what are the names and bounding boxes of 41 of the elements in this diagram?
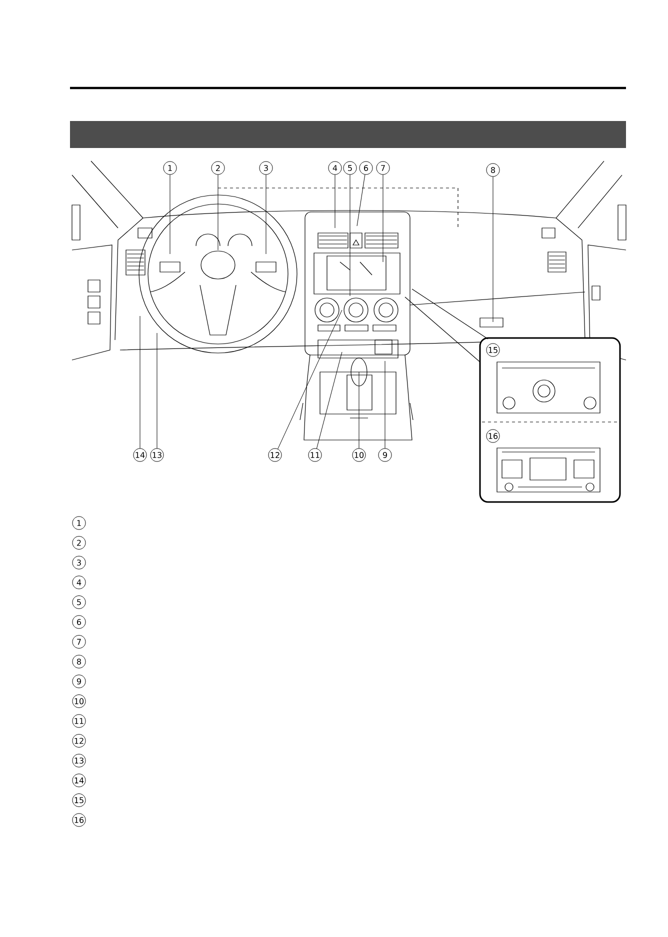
callout-number: 8	[486, 163, 500, 177]
leader-line	[278, 310, 342, 450]
callout-number: 5	[343, 161, 357, 175]
callout-number: 5	[72, 595, 86, 609]
callout-number: 15	[486, 343, 500, 357]
callout-number: 2	[211, 161, 225, 175]
leader-line	[384, 360, 386, 448]
callout-number: 9	[72, 674, 86, 688]
callout-number: 1	[163, 161, 177, 175]
callout-number: 4	[72, 576, 86, 590]
leader-line	[156, 332, 158, 448]
callout-number: 12	[72, 734, 86, 748]
leader-line	[382, 174, 384, 262]
callout-number: 1	[72, 516, 86, 530]
callout-number: 11	[308, 448, 322, 462]
callout-number: 12	[268, 448, 282, 462]
callout-number: 13	[150, 448, 164, 462]
leader-line	[492, 176, 494, 322]
callout-number: 7	[376, 161, 390, 175]
callout-number: 6	[359, 161, 373, 175]
callout-number: 10	[352, 448, 366, 462]
callout-number: 16	[486, 429, 500, 443]
leader-line	[316, 352, 342, 449]
callout-number: 4	[328, 161, 342, 175]
leader-line	[334, 174, 336, 228]
leader-line	[356, 174, 366, 226]
callout-number: 3	[259, 161, 273, 175]
callout-number: 10	[72, 694, 86, 708]
callout-number: 11	[72, 714, 86, 728]
callout-number: 2	[72, 536, 86, 550]
callout-number: 16	[72, 813, 86, 827]
callout-number: 9	[378, 448, 392, 462]
callout-number: 8	[72, 654, 86, 668]
callout-number: 7	[72, 635, 86, 649]
callout-number: 15	[72, 793, 86, 807]
leader-line	[358, 372, 360, 448]
callout-number: 6	[72, 615, 86, 629]
callout-number: 3	[72, 556, 86, 570]
callout-number: 14	[133, 448, 147, 462]
callout-number: 13	[72, 754, 86, 768]
callout-number: 14	[72, 774, 86, 788]
